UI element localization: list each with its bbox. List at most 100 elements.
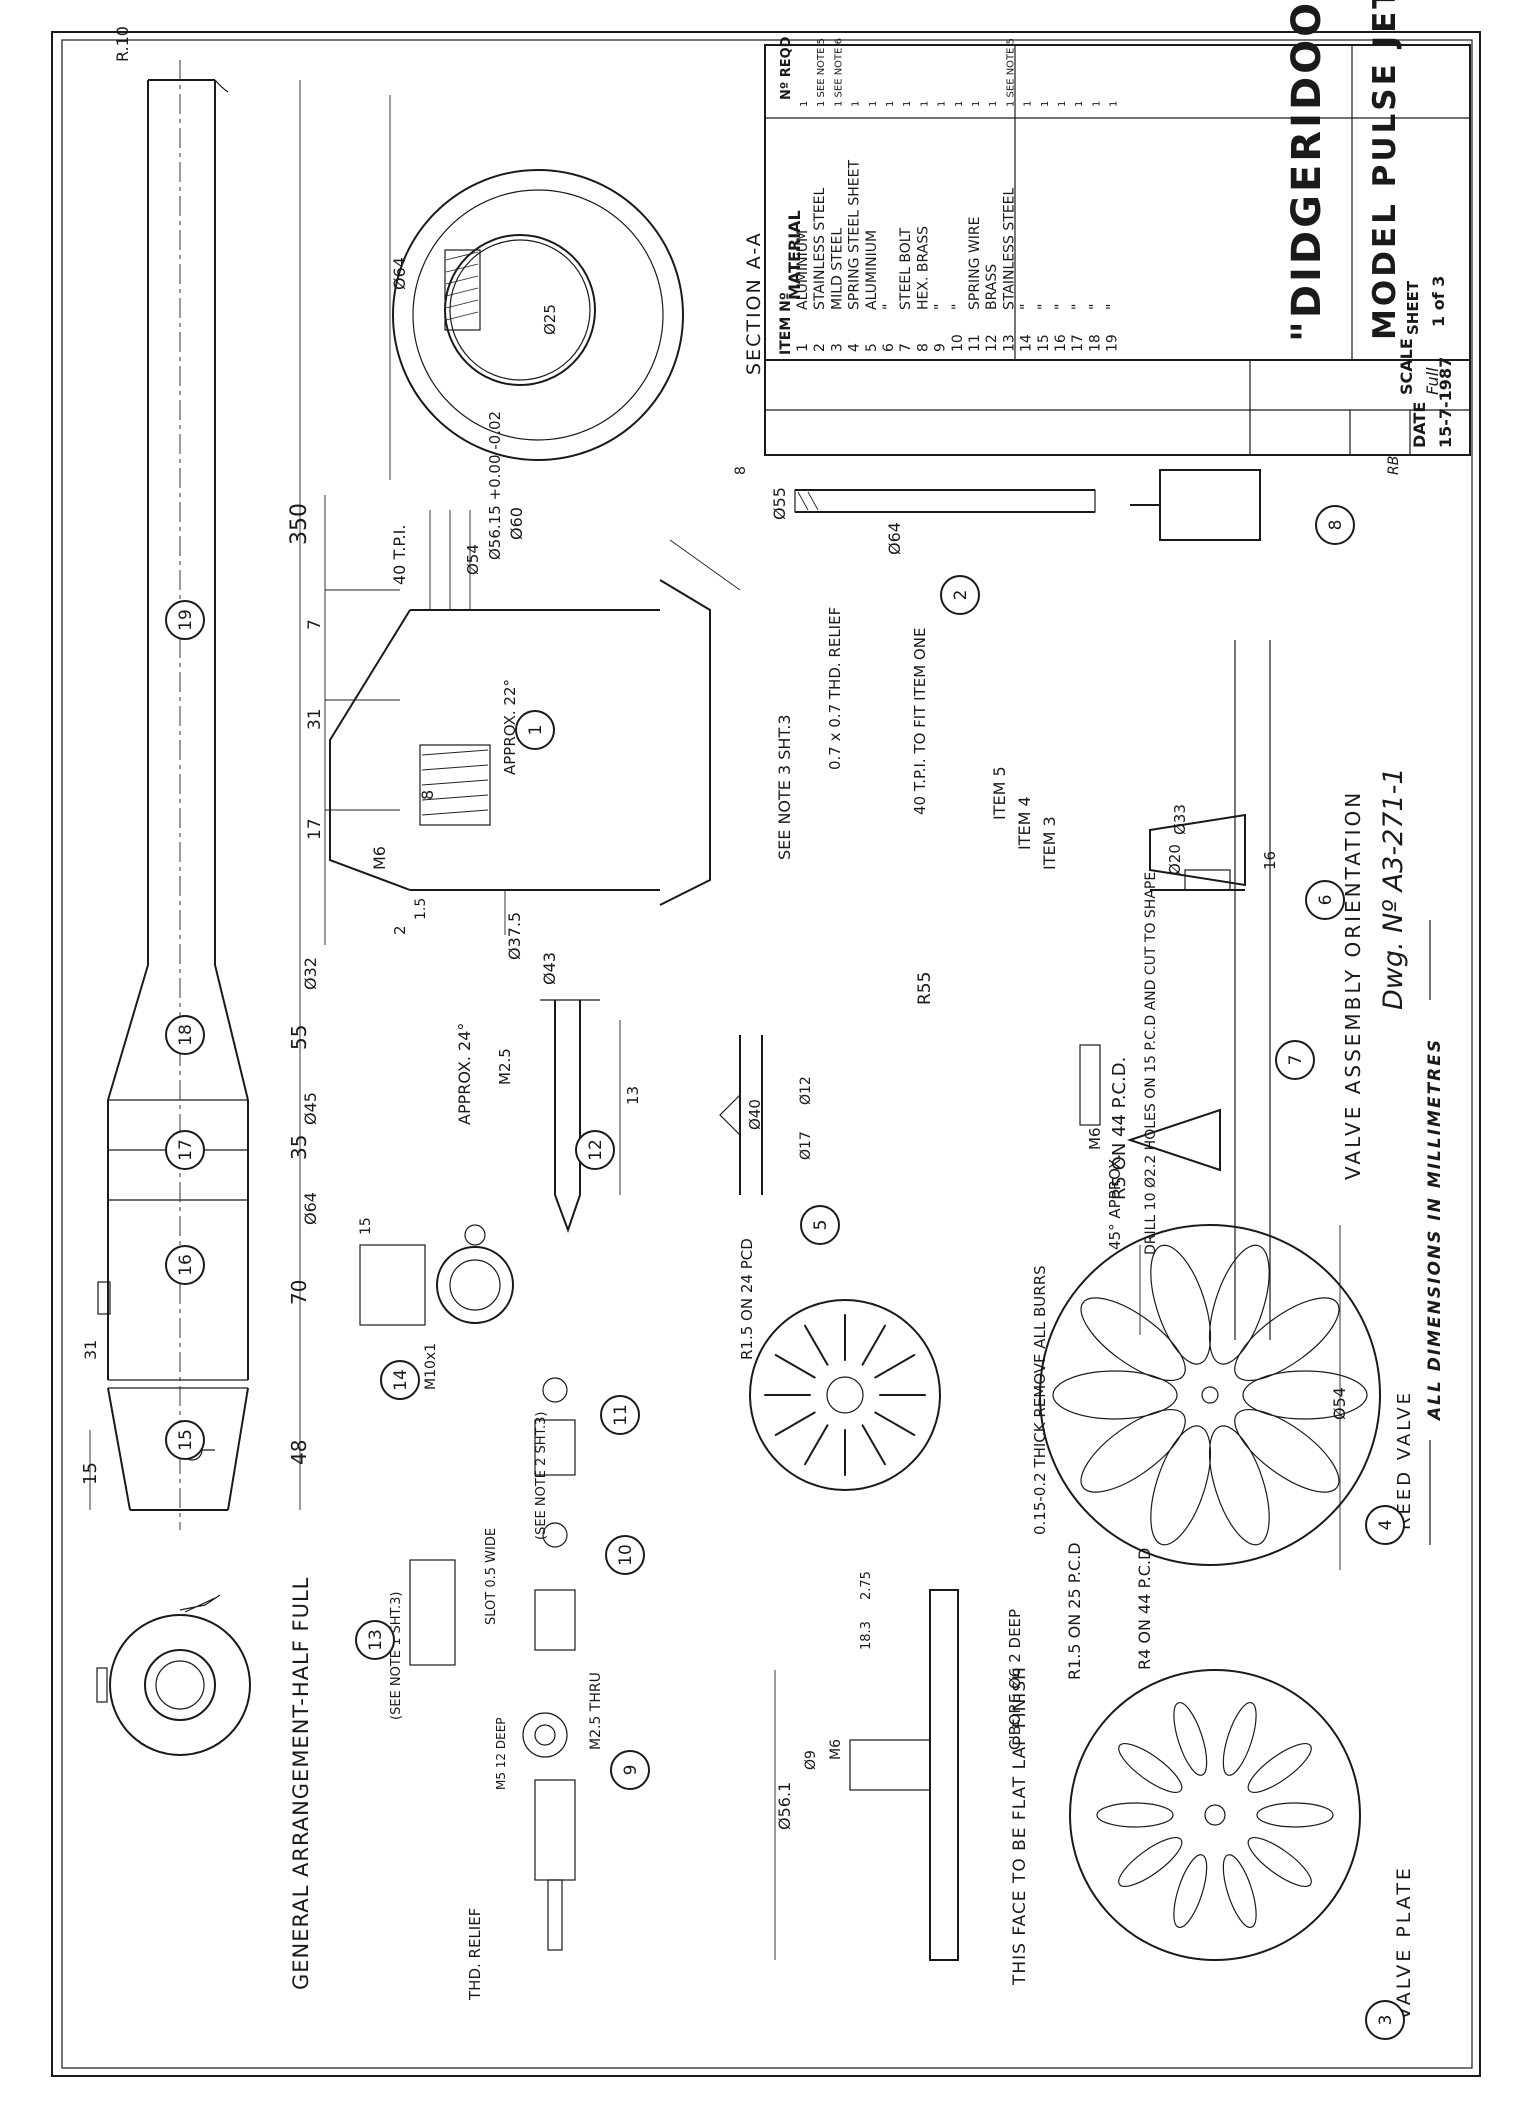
parts-qty: 1 SEE NOTE 5: [816, 38, 827, 107]
item-balloon: [165, 600, 205, 640]
dim-m6-plate: M6: [828, 1739, 844, 1760]
tpi-label: 40 T.P.I.: [390, 525, 409, 585]
parts-item-number: 10: [950, 334, 966, 352]
item-balloon-number: 15: [176, 1429, 196, 1451]
disk-slot: [874, 1354, 916, 1379]
plate-slot: [1222, 1701, 1257, 1776]
dim-48: 48: [287, 1440, 311, 1465]
parts-item-number: 15: [1036, 334, 1052, 352]
dim-1-5: 1.5: [413, 898, 429, 920]
parts-material: MILD STEEL: [829, 228, 845, 310]
m10-note: M10x1: [423, 1343, 439, 1390]
dim-2-75: 2.75: [859, 1571, 874, 1600]
dim-d32: Ø32: [301, 957, 320, 990]
approx-22: APPROX. 22°: [501, 679, 519, 775]
dim-8-5: 8: [733, 466, 749, 475]
thd-relief-note: 0.7 x 0.7 THD. RELIEF: [826, 607, 844, 770]
parts-item-number: 6: [881, 343, 897, 352]
parts-qty: 1: [1074, 101, 1085, 107]
sheet-label: SHEET: [1404, 280, 1422, 335]
plate-slot: [1118, 1837, 1183, 1887]
parts-row: 14"1: [1019, 101, 1035, 352]
parts-item-number: 17: [1070, 334, 1086, 352]
plate-slot: [1247, 1743, 1312, 1793]
parts-material: ": [1070, 304, 1086, 310]
thd-relief: THD. RELIEF: [466, 1908, 484, 2001]
reed-petal: [1052, 1370, 1178, 1420]
reed-petal: [1234, 1408, 1340, 1493]
dim-13: 13: [624, 1086, 642, 1105]
drawn-by-initials: RB: [1386, 456, 1402, 475]
approx-24: APPROX. 24°: [455, 1023, 474, 1125]
dim-16: 16: [1261, 851, 1279, 870]
cbore-note: C'BORE Ø6 2 DEEP: [1006, 1609, 1024, 1750]
parts-material: STAINLESS STEEL: [1001, 187, 1017, 310]
item-balloon: [800, 1205, 840, 1245]
disk-slot: [861, 1424, 886, 1466]
item-balloon-number: 1: [526, 725, 546, 736]
parts-material: ": [950, 304, 966, 310]
reed-petal: [1208, 1244, 1270, 1365]
dim-8: 8: [418, 790, 437, 800]
item-1-head: 7 31 17 8 M6 2 1.5 40 T.P.I. APPROX. 22°…: [305, 411, 794, 1125]
parts-qty: 1: [919, 101, 930, 107]
parts-material: ": [933, 304, 949, 310]
sheet-border: [51, 31, 1481, 2077]
parts-material: ": [881, 304, 897, 310]
parts-row: 10"1: [950, 101, 966, 352]
thickness-note: 0.15-0.2 THICK REMOVE ALL BURRS: [1031, 1265, 1049, 1535]
disk-slot: [774, 1354, 816, 1379]
dim-d56-1: Ø56.1: [775, 1782, 794, 1830]
item-balloon: [1365, 1505, 1405, 1545]
parts-qty: 1: [1023, 101, 1034, 107]
dim-d15: 15: [358, 1217, 374, 1235]
item-balloon: [600, 1395, 640, 1435]
item-balloon: [940, 575, 980, 615]
dim-m6-7: M6: [1086, 1128, 1104, 1151]
parts-material: ": [1105, 304, 1121, 310]
dim-d17: Ø17: [798, 1131, 814, 1160]
parts-qty: 1: [902, 101, 913, 107]
item-balloon-number: 5: [811, 1220, 831, 1231]
item-3-label: ITEM 3: [1040, 816, 1059, 870]
plate-slot: [1256, 1802, 1334, 1828]
parts-material: ": [1087, 304, 1103, 310]
approx-45: 45° APPROX.: [1106, 1154, 1124, 1250]
parts-qty: 1: [799, 101, 810, 107]
parts-material: STAINLESS STEEL: [812, 187, 828, 310]
item-balloon: [165, 1130, 205, 1170]
see-note-3: SEE NOTE 3 SHT.3: [775, 714, 794, 860]
parts-qty: 1: [1057, 101, 1068, 107]
dim-d43: Ø43: [540, 952, 559, 985]
item-balloon-number: 7: [1286, 1055, 1306, 1066]
dim-2: 2: [391, 925, 409, 935]
plate-slot: [1222, 1854, 1257, 1929]
dim-d40: Ø40: [746, 1099, 764, 1130]
parts-qty: 1: [937, 101, 948, 107]
parts-qty: 1: [868, 101, 879, 107]
dim-31: 31: [81, 1340, 100, 1360]
section-aa-title: SECTION A-A: [743, 231, 765, 375]
r15-24-note: R1.5 ON 24 PCD: [738, 1238, 756, 1360]
reed-petal: [1242, 1370, 1368, 1420]
dim-d54: Ø54: [464, 544, 482, 575]
item-balloon-number: 18: [176, 1024, 196, 1046]
plate-slot: [1247, 1837, 1312, 1887]
parts-item-number: 16: [1053, 334, 1069, 352]
item-2-ring: 8 Ø55 Ø64 0.7 x 0.7 THD. RELIEF 40 T.P.I…: [733, 466, 1096, 815]
reed-petal: [1234, 1297, 1340, 1382]
disk-slot: [861, 1324, 886, 1366]
disk-slot: [804, 1324, 829, 1366]
slot-note: SLOT 0.5 WIDE: [484, 1528, 499, 1625]
item-balloon-number: 13: [366, 1629, 386, 1651]
reed-petal: [1150, 1244, 1212, 1365]
item-balloon: [575, 1130, 615, 1170]
item-balloon: [1275, 1040, 1315, 1080]
item-balloon: [605, 1535, 645, 1575]
m5-deep: M5 12 DEEP: [494, 1717, 508, 1790]
dim-m6: M6: [370, 846, 389, 870]
drawing-subtitle: MODEL PULSE JET: [1367, 0, 1403, 340]
